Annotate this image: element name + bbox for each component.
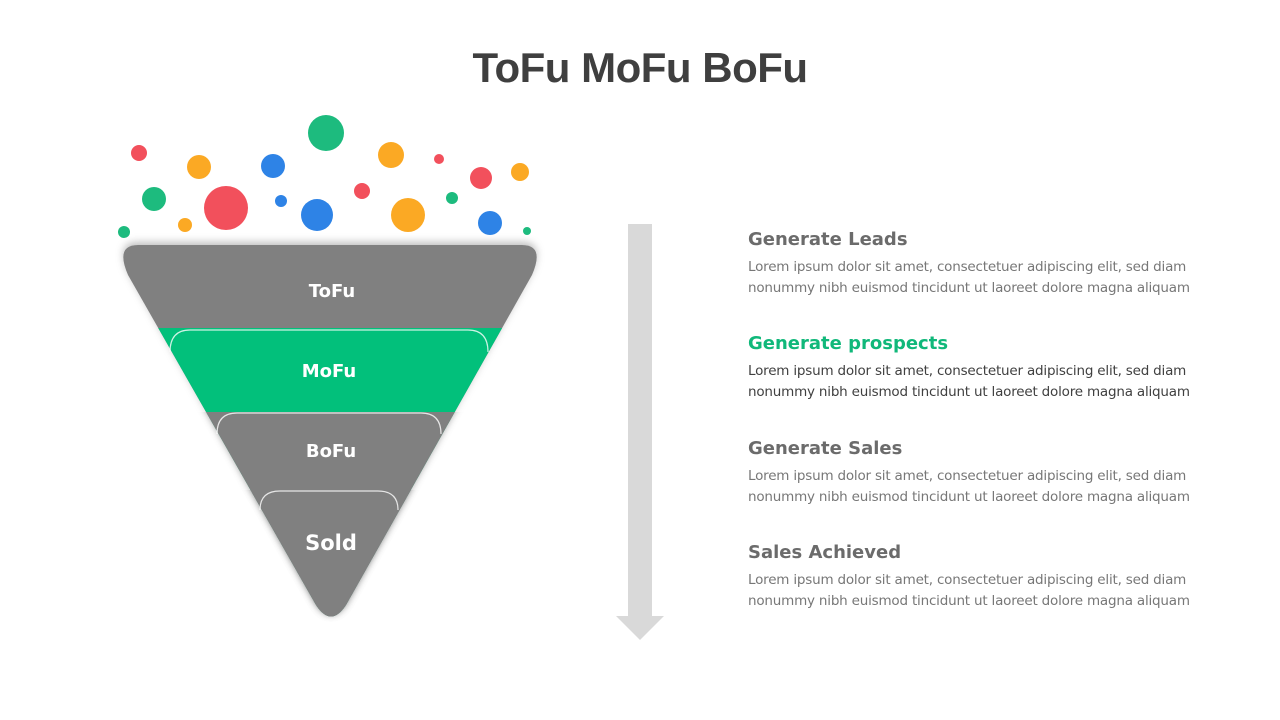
funnel-sold-band <box>250 490 411 617</box>
dot <box>470 167 492 189</box>
dot <box>523 227 531 235</box>
dot <box>131 145 147 161</box>
dot <box>511 163 529 181</box>
step-heading: Generate prospects <box>748 333 949 354</box>
step-description-line: nonummy nibh euismod tincidunt ut laoree… <box>748 280 1190 296</box>
funnel-label-sold: Sold <box>305 531 357 555</box>
step-heading: Generate Leads <box>748 229 908 250</box>
dot <box>478 211 502 235</box>
slide-title: ToFu MoFu BoFu <box>472 44 808 91</box>
step-heading: Sales Achieved <box>748 542 902 563</box>
step-description-line: Lorem ipsum dolor sit amet, consectetuer… <box>748 572 1187 588</box>
step-generate-sales: Generate Sales Lorem ipsum dolor sit ame… <box>748 438 1218 508</box>
dot <box>308 115 344 151</box>
step-description-line: nonummy nibh euismod tincidunt ut laoree… <box>748 489 1190 505</box>
funnel-label-mofu: MoFu <box>301 361 357 382</box>
step-heading: Generate Sales <box>748 438 903 459</box>
step-generate-prospects: Generate prospects Lorem ipsum dolor sit… <box>748 333 1218 403</box>
dot <box>275 195 287 207</box>
funnel-label-bofu: BoFu <box>305 441 357 462</box>
dot <box>178 218 192 232</box>
dot <box>434 154 444 164</box>
step-description: Lorem ipsum dolor sit amet, consectetuer… <box>748 361 1218 403</box>
funnel-diagram <box>118 115 537 617</box>
step-generate-leads: Generate Leads Lorem ipsum dolor sit ame… <box>748 229 1218 299</box>
confetti-dots <box>118 115 531 238</box>
dot <box>446 192 458 204</box>
step-description: Lorem ipsum dolor sit amet, consectetuer… <box>748 570 1218 612</box>
dot <box>204 186 248 230</box>
step-description-line: Lorem ipsum dolor sit amet, consectetuer… <box>748 363 1187 379</box>
dot <box>354 183 370 199</box>
dot <box>391 198 425 232</box>
dot <box>187 155 211 179</box>
dot <box>142 187 166 211</box>
step-description: Lorem ipsum dolor sit amet, consectetuer… <box>748 466 1218 508</box>
step-sales-achieved: Sales Achieved Lorem ipsum dolor sit ame… <box>748 542 1218 612</box>
step-description-line: Lorem ipsum dolor sit amet, consectetuer… <box>748 259 1187 275</box>
dot <box>261 154 285 178</box>
step-description-line: Lorem ipsum dolor sit amet, consectetuer… <box>748 468 1187 484</box>
dot <box>301 199 333 231</box>
step-description-line: nonummy nibh euismod tincidunt ut laoree… <box>748 593 1190 609</box>
step-description-line: nonummy nibh euismod tincidunt ut laoree… <box>748 384 1190 400</box>
funnel-label-tofu: ToFu <box>308 281 356 302</box>
dot <box>118 226 130 238</box>
dot <box>378 142 404 168</box>
step-description: Lorem ipsum dolor sit amet, consectetuer… <box>748 257 1218 299</box>
